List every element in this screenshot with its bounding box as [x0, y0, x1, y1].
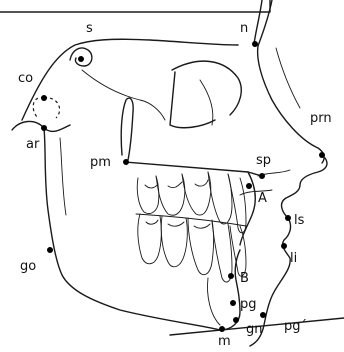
point-co — [41, 95, 47, 101]
label-prn: prn — [310, 111, 332, 126]
mandible-outline — [44, 128, 220, 330]
point-pg — [230, 300, 236, 306]
label-sp: sp — [256, 153, 271, 168]
point-n — [252, 41, 258, 47]
sphenoid-line — [82, 70, 165, 120]
label-n: n — [240, 21, 248, 36]
landmark-labels: s n co ar prn pm sp A ls li go B pg pg´ … — [18, 21, 332, 349]
label-ar: ar — [26, 137, 40, 152]
label-s: s — [86, 21, 93, 36]
orbit-inner — [200, 80, 213, 125]
palatal-plane — [125, 162, 248, 172]
point-go — [47, 247, 53, 253]
condyle-dashed-left — [33, 98, 44, 118]
point-B — [228, 273, 234, 279]
label-pm: pm — [90, 155, 111, 170]
nose-bridge-inner — [276, 48, 300, 108]
point-pg-soft — [260, 312, 266, 318]
label-go: go — [20, 259, 36, 274]
point-prn — [319, 152, 325, 158]
point-ls — [285, 215, 291, 221]
label-A: A — [258, 191, 267, 206]
point-A — [246, 183, 252, 189]
condyle-dashed-right — [44, 98, 60, 118]
articulare-contour — [12, 121, 70, 131]
cranial-base — [22, 39, 238, 120]
label-m: m — [218, 334, 231, 349]
label-pg-soft: pg´ — [284, 319, 307, 334]
pterygomaxillary-fissure — [121, 98, 133, 160]
lip-inner-line — [240, 190, 272, 195]
upper-lip-profile — [282, 158, 328, 218]
zygomatic-outline — [170, 72, 215, 128]
orbit-outline — [172, 61, 241, 115]
label-B: B — [240, 271, 249, 286]
point-m — [219, 326, 225, 332]
label-gn: gn — [246, 322, 263, 337]
point-ar — [41, 125, 47, 131]
label-pg: pg — [240, 297, 257, 312]
label-ls: ls — [294, 213, 305, 228]
label-li: li — [290, 251, 297, 266]
lower-dentition — [138, 214, 246, 282]
symphysis-inner — [208, 278, 221, 325]
nasal-profile — [258, 0, 324, 163]
ramus-inner — [60, 138, 66, 215]
label-co: co — [18, 71, 33, 86]
point-gn — [233, 317, 239, 323]
frame-line — [0, 0, 270, 12]
point-s — [78, 56, 84, 62]
point-li — [281, 243, 287, 249]
point-pm — [123, 159, 129, 165]
landmark-points — [41, 41, 325, 332]
point-sp — [259, 173, 265, 179]
